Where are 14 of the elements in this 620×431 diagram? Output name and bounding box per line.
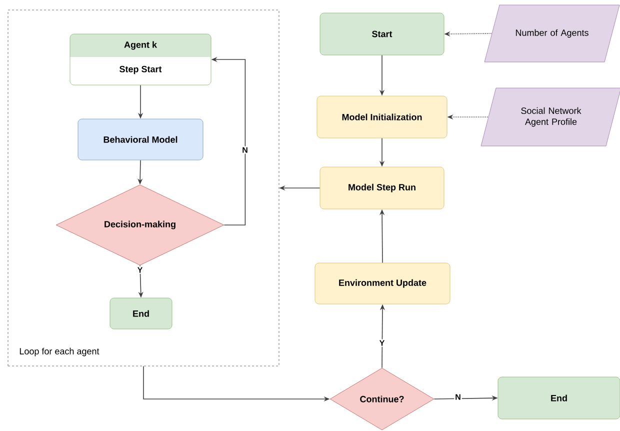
- input-parallelogram: Number of Agents: [484, 4, 620, 62]
- process-box: Behavioral Model: [78, 118, 204, 160]
- edge-label: N: [454, 393, 462, 401]
- terminal-box: Start: [320, 12, 444, 56]
- edge-label: Y: [378, 339, 386, 347]
- agent-box: Agent k Step Start: [70, 34, 212, 86]
- process-box: Model Step Run: [320, 166, 444, 210]
- terminal-box: End: [110, 298, 172, 330]
- process-box: Environment Update: [314, 262, 450, 304]
- input-parallelogram: Social Network Agent Profile: [480, 88, 620, 146]
- terminal-box: End: [498, 376, 620, 420]
- process-box: Model Initialization: [316, 96, 448, 138]
- edge-label: Y: [136, 266, 144, 274]
- edge-label: N: [241, 146, 249, 154]
